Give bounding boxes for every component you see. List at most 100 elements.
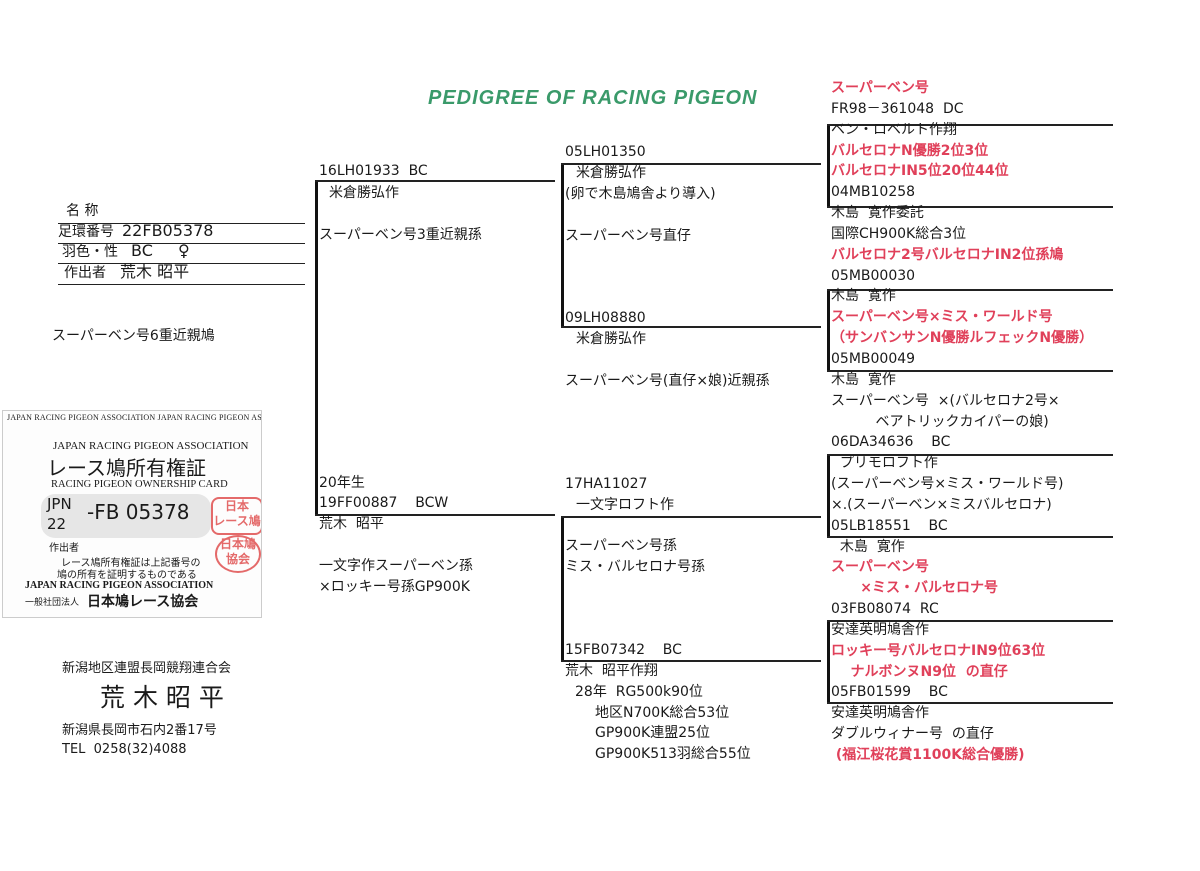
sd-ring: 09LH08880 (565, 310, 646, 326)
pedigree-line: バルセロナ2号バルセロナIN2位孫鳩 (831, 246, 1064, 263)
card-ring-band (41, 494, 211, 538)
bracket-line (561, 516, 821, 518)
bracket-line (561, 163, 564, 327)
bracket-line (827, 536, 1113, 538)
bracket-line (561, 326, 821, 328)
great-grandparents-column: スーパーベン号 FR98－361048 DC ベン・ロベルト作翔バルセロナN優勝2位… (831, 78, 1121, 766)
pedigree-line: プリモロフト作 (831, 455, 938, 472)
pedigree-line: 木島 寛作委託 (831, 205, 924, 222)
pedigree-line: 木島 寛作 (831, 371, 896, 388)
dd-result: GP900K連盟25位 (595, 725, 711, 741)
card-statement-2: 鳩の所有を証明するものである (57, 570, 197, 581)
sex-value: ♀ (178, 241, 190, 260)
ss-note-1: (卵で木島鳩舎より導入) (565, 186, 716, 202)
ring-label: 足環番号 (58, 224, 114, 240)
card-country: JPN (47, 495, 72, 513)
card-border-text: JAPAN RACING PIGEON ASSOCIATION JAPAN RA… (7, 413, 262, 422)
sire-note: スーパーベン号3重近親孫 (319, 227, 482, 243)
pedigree-line: ダブルウィナー号 の直仔 (831, 726, 994, 743)
owner-name: 荒 木 昭 平 (100, 683, 224, 712)
dam-note-2: ×ロッキー号孫GP900K (319, 579, 470, 595)
color-sex-label: 羽色・性 (62, 244, 118, 260)
page-title: PEDIGREE OF RACING PIGEON (428, 87, 758, 109)
red-seal-stamp: 日本鳩 協会 (215, 535, 261, 573)
ring-value: 22FB05378 (122, 221, 214, 240)
bracket-line (827, 289, 1113, 291)
card-year: 22 (47, 515, 67, 533)
bracket-line (827, 454, 830, 537)
owner-address: 新潟県長岡市石内2番17号 (62, 723, 217, 738)
pedigree-line: ロッキー号バルセロナIN9位63位 (831, 642, 1046, 659)
pedigree-line: 05LB18551 BC (831, 517, 948, 534)
pedigree-line: ナルボンヌN9位 の直仔 (831, 663, 1008, 680)
bracket-line (315, 514, 555, 516)
ownership-card: JAPAN RACING PIGEON ASSOCIATION JAPAN RA… (2, 410, 262, 618)
divider (58, 284, 305, 285)
pedigree-line: スーパーベン号 ×(バルセロナ2号× (831, 392, 1060, 409)
dam-note-1: 一文字作スーパーベン孫 (319, 558, 473, 574)
bracket-line (827, 620, 1113, 622)
bracket-line (315, 180, 555, 182)
bracket-line (827, 289, 830, 371)
dam-ring: 19FF00887 BCW (319, 495, 449, 511)
pedigree-line: (福江桜花賞1100K総合優勝) (831, 747, 1025, 763)
card-assoc-footer: JAPAN RACING PIGEON ASSOCIATION (25, 580, 214, 591)
card-statement-1: レース鳩所有権証は上記番号の (61, 558, 201, 569)
divider (58, 243, 305, 244)
bracket-line (827, 620, 830, 703)
pedigree-line: バルセロナN優勝2位3位 (831, 142, 989, 159)
bracket-line (827, 206, 1113, 208)
pedigree-line: FR98－361048 DC (831, 100, 964, 117)
card-org-prefix: 一般社団法人 (25, 597, 80, 607)
color-value: BC (131, 241, 153, 260)
dd-result: 地区N700K総合53位 (595, 705, 730, 721)
ds-breeder: 一文字ロフト作 (576, 497, 674, 513)
divider (58, 263, 305, 264)
pedigree-line: 05MB00049 (831, 350, 916, 367)
dam-breeder: 荒木 昭平 (319, 516, 384, 532)
ss-ring: 05LH01350 (565, 144, 646, 160)
pedigree-line: ×ミス・バルセロナ号 (831, 580, 998, 597)
sd-breeder: 米倉勝弘作 (576, 331, 646, 347)
dd-ring: 15FB07342 BC (565, 642, 682, 658)
card-org-name: 日本鳩レース協会 (87, 594, 199, 610)
card-title-jp: レース鳩所有権証 (47, 456, 206, 480)
pedigree-line: 木島 寛作 (831, 288, 896, 305)
dd-result: 28年 RG500k90位 (575, 684, 703, 700)
pedigree-line: 安達英明鳩舎作 (831, 621, 929, 638)
card-ring: -FB 05378 (87, 500, 190, 524)
bracket-line (827, 454, 1113, 456)
breeder-value: 荒木 昭平 (120, 262, 190, 281)
pedigree-line: 国際CH900K総合3位 (831, 225, 967, 242)
bracket-line (827, 370, 1113, 372)
pedigree-line: 03FB08074 RC (831, 601, 939, 618)
breeder-label: 作出者 (64, 265, 106, 281)
pedigree-line: スーパーベン号×ミス・ワールド号 (831, 309, 1053, 326)
pedigree-line: 05FB01599 BC (831, 684, 948, 701)
pedigree-line: 05MB00030 (831, 267, 916, 284)
pedigree-line: バルセロナIN5位20位44位 (831, 163, 1009, 180)
ds-ring: 17HA11027 (565, 476, 648, 492)
pedigree-line: （サンバンサンN優勝ルフェックN優勝） (831, 330, 1094, 347)
bracket-line (561, 516, 564, 661)
bracket-line (561, 660, 821, 662)
pedigree-line: 04MB10258 (831, 184, 916, 201)
bracket-line (561, 163, 821, 165)
pedigree-line: スーパーベン号 (831, 80, 929, 96)
sire-ring: 16LH01933 BC (319, 163, 428, 179)
pedigree-line: ベン・ロベルト作翔 (831, 121, 957, 138)
card-assoc: JAPAN RACING PIGEON ASSOCIATION (53, 440, 249, 452)
sd-note: スーパーベン号(直仔×娘)近親孫 (565, 373, 770, 389)
subject-note: スーパーベン号6重近親鳩 (52, 328, 215, 344)
pedigree-line: 木島 寛作 (831, 538, 905, 555)
bracket-line (315, 180, 318, 516)
owner-tel: TEL 0258(32)4088 (62, 742, 187, 757)
name-label: 名 称 (66, 203, 99, 219)
ss-breeder: 米倉勝弘作 (576, 165, 646, 181)
bracket-line (827, 702, 1113, 704)
card-breeder-label: 作出者 (49, 543, 79, 554)
ds-note-2: ミス・バルセロナ号孫 (565, 559, 705, 575)
sire-breeder: 米倉勝弘作 (329, 185, 399, 201)
dd-result: GP900K513羽総合55位 (595, 746, 751, 762)
bracket-line (827, 124, 830, 208)
